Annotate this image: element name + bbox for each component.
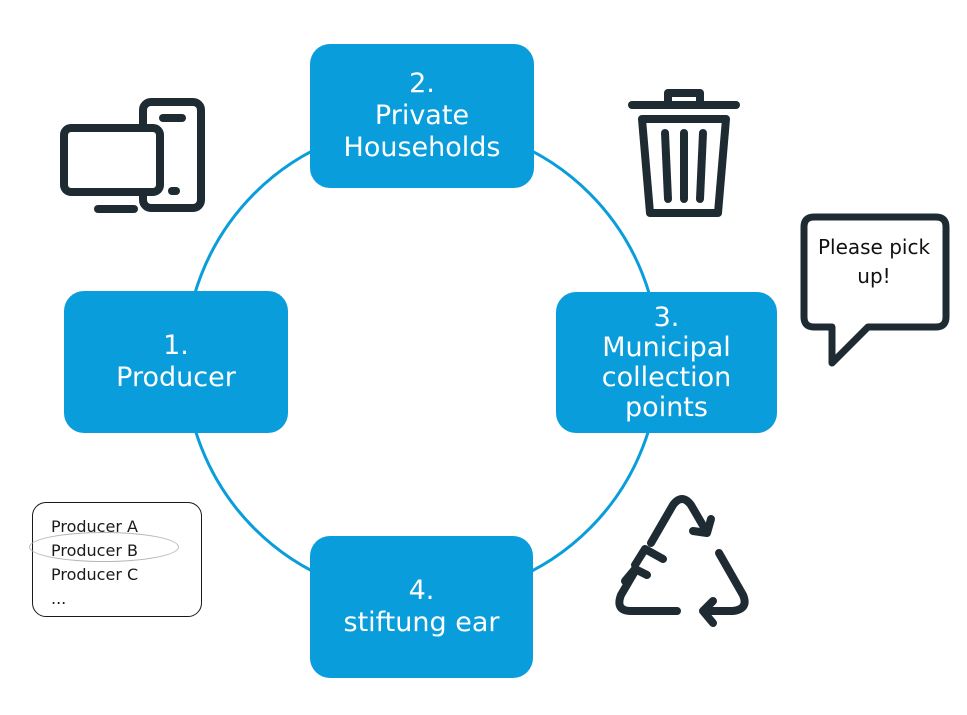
- step-municipal-collection-points: 3. Municipal collection points: [556, 292, 777, 433]
- step-producer: 1. Producer: [64, 291, 288, 433]
- step-stiftung-ear: 4. stiftung ear: [310, 536, 533, 678]
- step-3-number: 3.: [653, 301, 680, 333]
- step-3-label-line2: collection: [601, 361, 732, 393]
- step-3-label-line1: Municipal: [602, 331, 731, 363]
- step-2-label-line1: Private: [374, 100, 470, 131]
- speech-bubble-line2: up!: [857, 264, 891, 288]
- step-2-label-line2: Households: [343, 132, 501, 163]
- step-private-households: 2. Private Households: [310, 44, 534, 188]
- step-4-label: stiftung ear: [343, 607, 500, 638]
- producer-list-ellipsis: ...: [51, 589, 67, 608]
- speech-bubble-text: Please pick up!: [812, 233, 936, 291]
- step-1-number: 1.: [163, 330, 189, 361]
- trash-bin-icon: [628, 89, 740, 217]
- step-4-number: 4.: [408, 575, 435, 606]
- monitor-and-phone-icon: [60, 98, 205, 213]
- producer-list-item: Producer C: [51, 565, 139, 584]
- step-1-label: Producer: [116, 362, 236, 393]
- step-2-number: 2.: [409, 68, 435, 99]
- recycle-icon: [615, 495, 749, 627]
- speech-bubble-icon: [800, 213, 950, 367]
- highlight-ellipse: [29, 532, 179, 562]
- step-3-label-line3: points: [625, 391, 708, 423]
- speech-bubble-line1: Please pick: [817, 235, 931, 259]
